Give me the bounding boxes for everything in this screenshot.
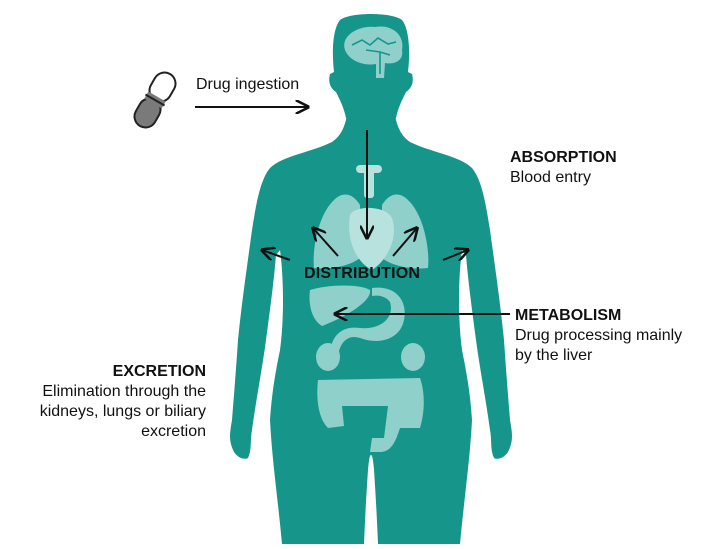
kidneys-icon xyxy=(316,343,425,371)
excretion-desc-line3: excretion xyxy=(141,423,206,440)
distribution-arrow-left xyxy=(262,250,291,261)
absorption-desc: Blood entry xyxy=(510,169,591,186)
absorption-label: ABSORPTION Blood entry xyxy=(510,148,617,188)
brain-icon xyxy=(344,26,403,79)
distribution-arrow-upper-right xyxy=(392,228,417,257)
metabolism-title: METABOLISM xyxy=(515,307,622,324)
intestines-icon xyxy=(317,378,424,452)
ingestion-text: Drug ingestion xyxy=(196,76,300,93)
metabolism-desc-line1: Drug processing mainly xyxy=(515,327,683,344)
absorption-title: ABSORPTION xyxy=(510,149,617,166)
excretion-desc-line2: kidneys, lungs or biliary xyxy=(39,403,206,420)
distribution-arrow-upper-left xyxy=(313,228,339,257)
ingestion-label: Drug ingestion xyxy=(196,75,299,95)
liver-icon xyxy=(309,285,371,326)
distribution-arrow-right xyxy=(442,250,468,260)
excretion-label: EXCRETION Elimination through the kidney… xyxy=(20,362,206,442)
distribution-title: DISTRIBUTION xyxy=(304,265,421,282)
metabolism-desc-line2: by the liver xyxy=(515,347,593,364)
excretion-title: EXCRETION xyxy=(112,363,206,380)
metabolism-label: METABOLISM Drug processing mainly by the… xyxy=(515,306,682,366)
pill-icon xyxy=(133,71,177,129)
stomach-icon xyxy=(330,287,405,356)
excretion-desc-line1: Elimination through the xyxy=(42,383,206,400)
